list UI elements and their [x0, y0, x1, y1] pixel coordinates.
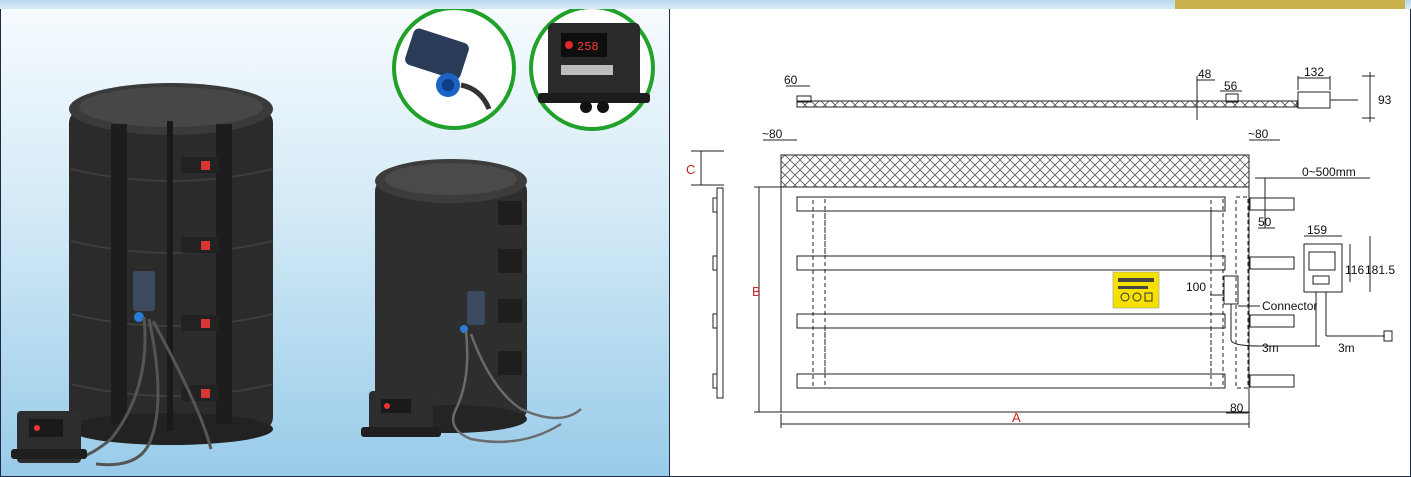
- dim-3m-right: 3m: [1338, 341, 1355, 355]
- dim-60: 60: [784, 73, 798, 87]
- technical-drawing-panel: 60 48 56 132 93 ~80 ~80 0~500mm 50 159 1…: [671, 9, 1410, 476]
- large-drum-heater: [69, 83, 274, 445]
- controller-box-middle: [361, 391, 441, 437]
- dim-159: 159: [1307, 223, 1327, 237]
- dim-56: 56: [1224, 79, 1238, 93]
- controller-box-left: [11, 411, 87, 463]
- connector-label: Connector: [1262, 299, 1317, 313]
- label-a: A: [1012, 410, 1021, 425]
- label-c: C: [686, 162, 695, 177]
- dim-48: 48: [1198, 67, 1212, 81]
- side-view: [786, 72, 1375, 122]
- top-strip-accent: [1175, 0, 1405, 9]
- dim-80-left: ~80: [762, 127, 783, 141]
- top-strip: [0, 0, 1411, 9]
- connector-closeup: [392, 9, 516, 130]
- dim-132: 132: [1304, 65, 1324, 79]
- dimension-drawing: 60 48 56 132 93 ~80 ~80 0~500mm 50 159 1…: [686, 65, 1395, 428]
- dim-100: 100: [1186, 280, 1206, 294]
- connector-and-controller: [1210, 235, 1393, 347]
- product-photo-panel: 258: [1, 9, 670, 476]
- dim-93: 93: [1378, 93, 1392, 107]
- plan-view: [754, 139, 1370, 428]
- dim-0-500mm: 0~500mm: [1302, 165, 1356, 179]
- dim-116: 116: [1345, 263, 1364, 277]
- dim-80-bottom: 80: [1230, 401, 1244, 415]
- dim-181-5: 181.5: [1365, 263, 1395, 277]
- dim-80-right: ~80: [1248, 127, 1269, 141]
- controller-display: 258: [577, 40, 599, 54]
- dim-3m-left: 3m: [1262, 341, 1279, 355]
- controller-closeup: 258: [529, 9, 655, 131]
- cable-bundle-small: [451, 330, 582, 444]
- product-illustration: 258: [11, 9, 655, 467]
- label-b: B: [752, 284, 761, 299]
- warning-label: [1112, 271, 1160, 309]
- dim-50: 50: [1258, 215, 1272, 229]
- edge-profile-view: [691, 150, 724, 399]
